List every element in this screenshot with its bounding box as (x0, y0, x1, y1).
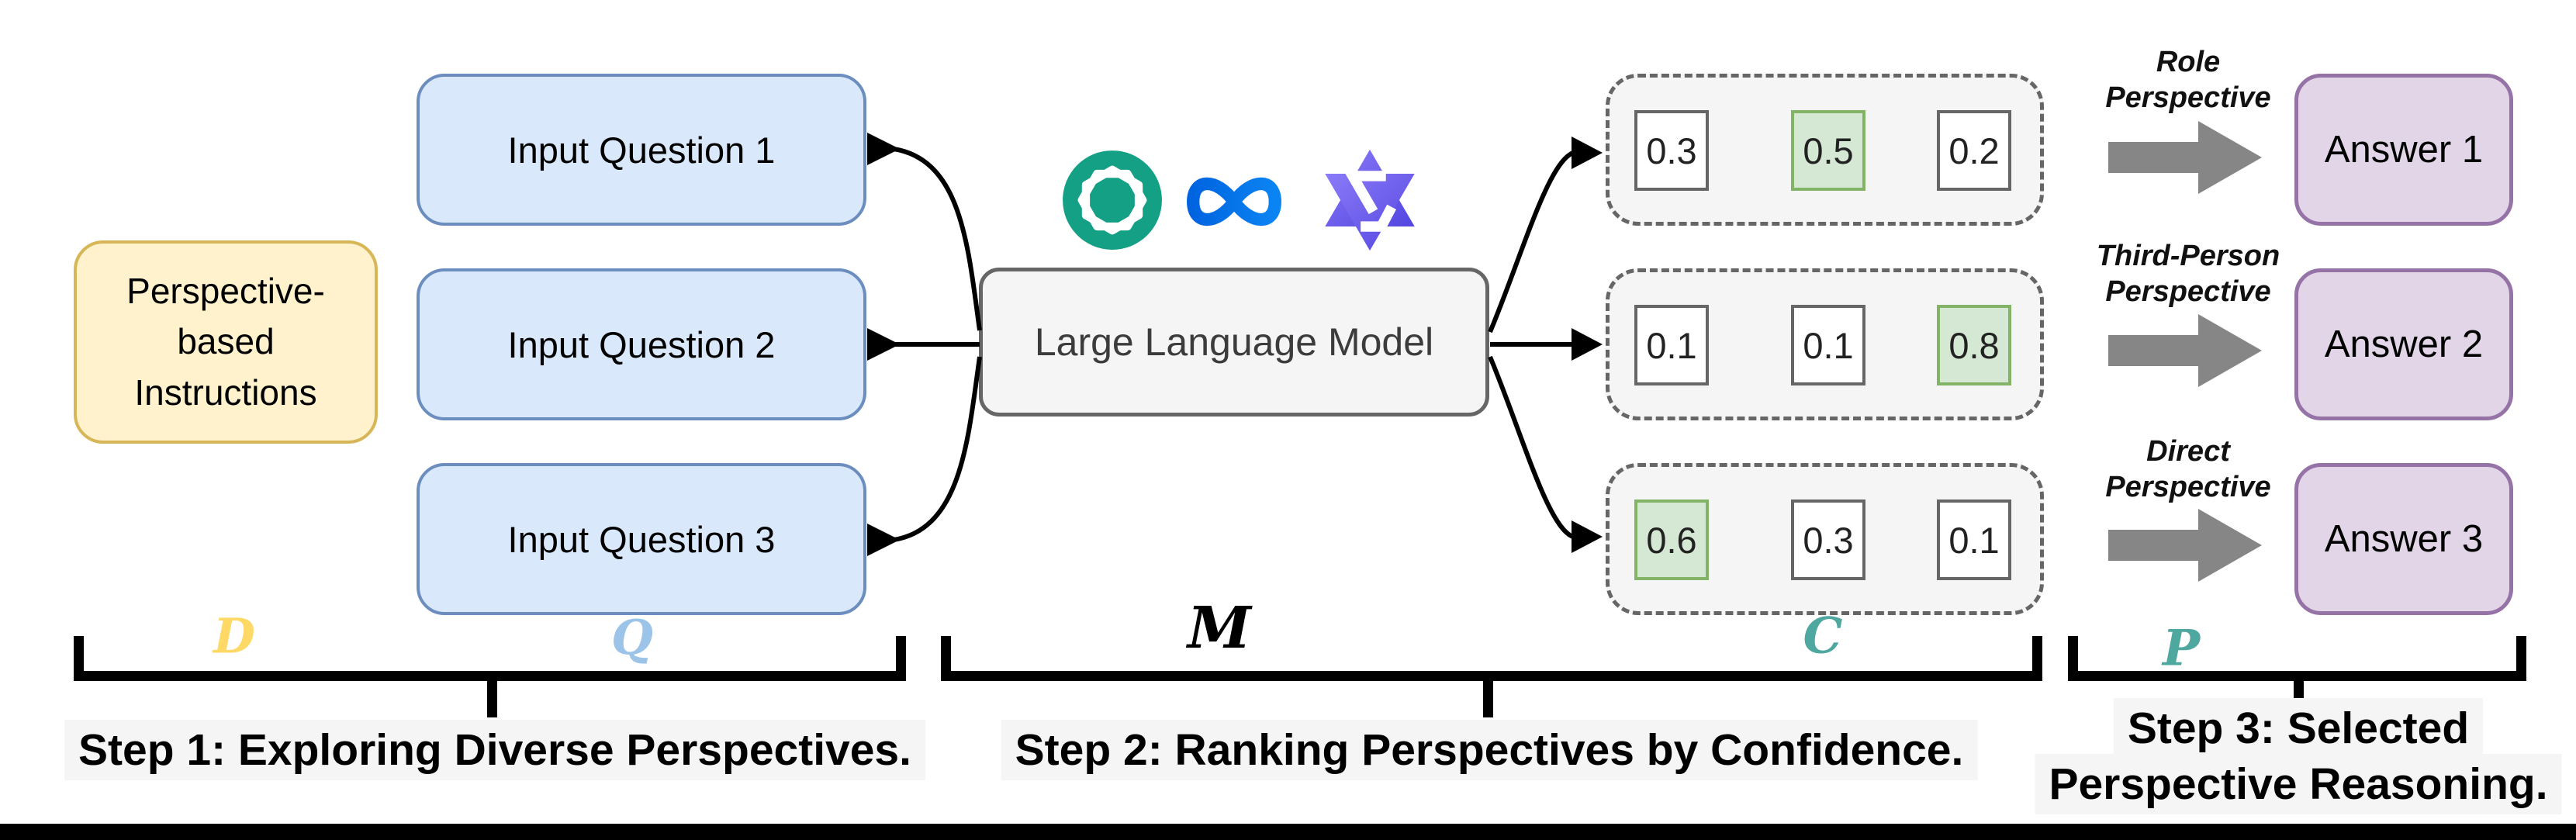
bracket-tick (2032, 636, 2042, 681)
table-top-rule (0, 824, 2576, 840)
bracket-stem (1483, 681, 1493, 717)
step1-caption: Step 1: Exploring Diverse Perspectives. (64, 720, 925, 780)
bracket-tick (941, 636, 951, 681)
answer-3-box: Answer 3 (2294, 463, 2513, 615)
bracket-step2 (941, 671, 2042, 681)
role-perspective-label: Role Perspective (2105, 46, 2271, 114)
confidence-group-3: 0.6 0.3 0.1 (1606, 463, 2044, 615)
confidence-score: 0.3 (1634, 110, 1709, 191)
confidence-score-selected: 0.8 (1937, 305, 2011, 385)
confidence-score-selected: 0.6 (1634, 500, 1709, 580)
instructions-line: Instructions (134, 372, 317, 413)
bracket-step1 (74, 671, 906, 681)
confidence-score-selected: 0.5 (1791, 110, 1865, 191)
input-question-1-box: Input Question 1 (417, 74, 866, 226)
openai-logo-icon (1061, 149, 1164, 251)
block-arrow-icon (2108, 314, 2262, 387)
symbol-m: M (1188, 595, 1251, 662)
confidence-group-2: 0.1 0.1 0.8 (1606, 268, 2044, 420)
answer-1-box: Answer 1 (2294, 74, 2513, 226)
large-language-model-box: Large Language Model (979, 268, 1489, 417)
confidence-group-1: 0.3 0.5 0.2 (1606, 74, 2044, 226)
confidence-score: 0.3 (1791, 500, 1865, 580)
qwen-logo-icon (1312, 143, 1427, 258)
symbol-c: C (1803, 607, 1843, 665)
bracket-tick (2516, 636, 2526, 681)
input-question-3-box: Input Question 3 (417, 463, 866, 615)
direct-perspective-label: Direct Perspective (2105, 435, 2271, 503)
meta-logo-icon (1176, 164, 1292, 239)
bracket-tick (896, 636, 906, 681)
step3-caption-line1: Step 3: Selected (2113, 698, 2484, 759)
perspective-instructions-box: Perspective- based Instructions (74, 240, 378, 444)
instructions-line: Perspective- (126, 271, 325, 312)
confidence-score: 0.1 (1634, 305, 1709, 385)
step3-caption-line2: Perspective Reasoning. (2035, 754, 2562, 814)
confidence-score: 0.2 (1937, 110, 2011, 191)
input-question-2-box: Input Question 2 (417, 268, 866, 420)
block-arrow-icon (2108, 509, 2262, 582)
bracket-step3 (2068, 671, 2526, 681)
instructions-line: based (177, 321, 275, 362)
confidence-score: 0.1 (1937, 500, 2011, 580)
symbol-q: Q (610, 609, 654, 666)
third-person-perspective-label: Third-Person Perspective (2096, 240, 2280, 308)
step2-caption: Step 2: Ranking Perspectives by Confiden… (1001, 720, 1978, 780)
bracket-stem (487, 681, 497, 717)
symbol-d: D (213, 607, 255, 665)
bracket-tick (2068, 636, 2078, 681)
block-arrow-icon (2108, 121, 2262, 194)
answer-2-box: Answer 2 (2294, 268, 2513, 420)
confidence-score: 0.1 (1791, 305, 1865, 385)
bracket-tick (74, 636, 84, 681)
symbol-p: P (2162, 619, 2201, 678)
